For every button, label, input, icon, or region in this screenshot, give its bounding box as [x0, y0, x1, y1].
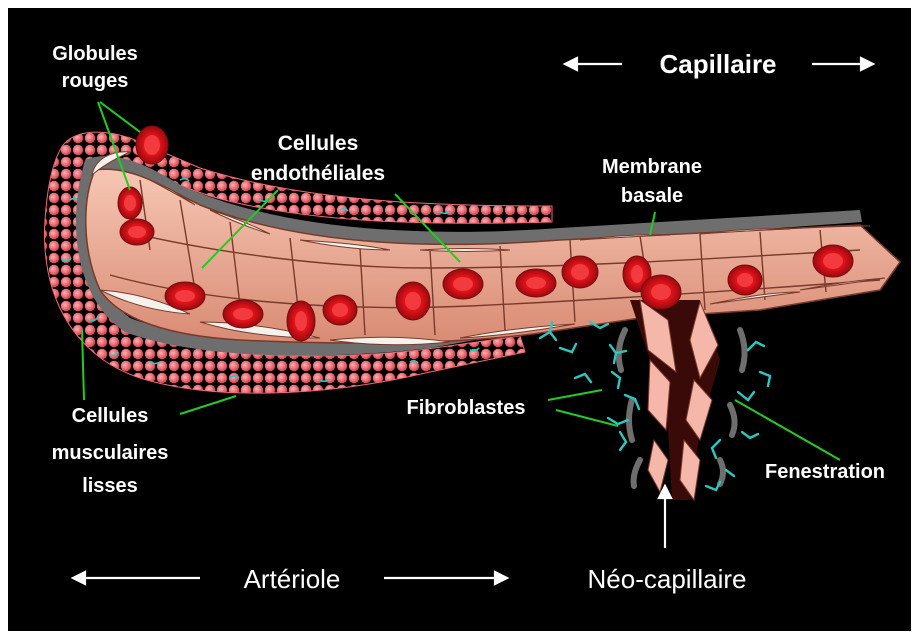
- label-fenestration: Fenestration: [765, 461, 885, 483]
- label-globules-rouges-2: rouges: [62, 70, 129, 92]
- label-membrane-basale-2: basale: [621, 185, 683, 207]
- label-cellules-musculaires-2: musculaires: [52, 442, 169, 464]
- label-cellules-endotheliales-1: Cellules: [278, 132, 359, 155]
- label-cellules-musculaires-1: Cellules: [72, 405, 149, 427]
- label-globules-rouges-1: Globules: [52, 43, 138, 65]
- label-fibroblastes: Fibroblastes: [407, 397, 526, 419]
- label-membrane-basale-1: Membrane: [602, 156, 702, 178]
- label-cellules-endotheliales-2: endothéliales: [251, 162, 385, 185]
- label-neo-capillaire: Néo-capillaire: [588, 564, 747, 594]
- label-cellules-musculaires-3: lisses: [82, 475, 138, 497]
- label-arteriole: Artériole: [244, 564, 341, 594]
- label-capillaire: Capillaire: [659, 49, 776, 79]
